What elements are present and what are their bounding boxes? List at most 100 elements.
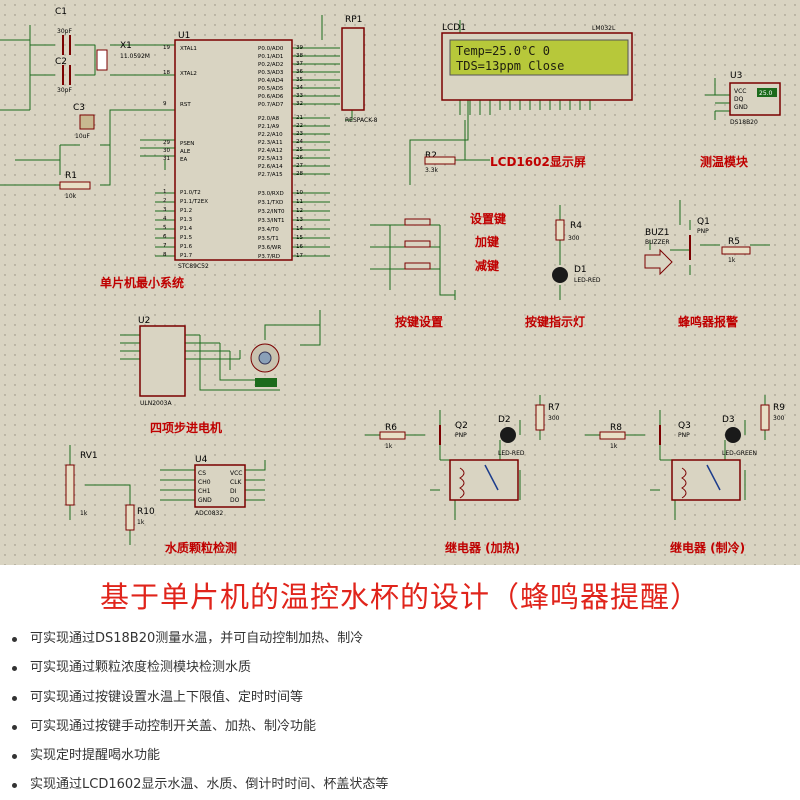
u1-pin-right: P2.6/A14	[258, 164, 283, 170]
feature-text: 可实现通过DS18B20测量水温，并可自动控制加热、制冷	[30, 631, 364, 646]
u1-pin-number: 36	[296, 69, 303, 75]
relay-cool-circuit: R8 1k Q3 PNP D3 LED-GREEN R9 300 继电器 (制冷…	[599, 403, 785, 555]
u1-pin-left: EA	[180, 157, 187, 163]
u1-pin-number: 3	[163, 207, 167, 213]
u1-pin-number: 21	[296, 115, 303, 121]
c3-value: 10uF	[75, 133, 90, 140]
rp1-part: RESPACK-8	[345, 117, 378, 124]
x1-label: X1	[120, 41, 132, 51]
d2-label: D2	[498, 415, 511, 425]
r9-value: 300	[773, 415, 785, 422]
u4-pin-ch0: CH0	[198, 479, 211, 486]
stepper-section-label: 四项步进电机	[150, 420, 222, 435]
u1-pin-left: P1.4	[180, 226, 193, 232]
u1-pin-number: 4	[163, 216, 167, 222]
u1-pin-number: 11	[296, 199, 303, 205]
u4-pin-di: DI	[230, 488, 237, 495]
r1-value: 10k	[65, 193, 77, 200]
u1-pin-right: P2.5/A13	[258, 156, 283, 162]
u1-pin-right: P3.6/WR	[258, 245, 281, 251]
u1-pin-number: 31	[163, 156, 170, 162]
u1-pin-right: P0.3/AD3	[258, 70, 284, 76]
u1-pin-number: 13	[296, 217, 303, 223]
page-title: 基于单片机的温控水杯的设计（蜂鸣器提醒）	[99, 580, 700, 614]
c3-label: C3	[73, 103, 85, 113]
u1-pin-left: P1.0/T2	[180, 190, 201, 196]
mcu-section-label: 单片机最小系统	[100, 275, 184, 290]
u1-pin-left: RST	[180, 102, 191, 108]
u4-pin-vcc: VCC	[230, 470, 242, 477]
rv1-label: RV1	[80, 451, 98, 461]
lcd-module: LCD1 LM032L Temp=25.0°C 0 TDS=13ppm Clos…	[424, 23, 633, 174]
u1-pin-right: P2.2/A10	[258, 132, 283, 138]
r7-value: 300	[548, 415, 560, 422]
r2-value: 3.3k	[425, 167, 439, 174]
stepper-circuit: U2 ULN2003A 四项步进电机	[138, 316, 280, 435]
lcd1-part: LM032L	[592, 25, 616, 32]
u1-pin-right: P2.0/A8	[258, 116, 280, 122]
r5-label: R5	[728, 237, 740, 247]
u1-pin-left: PSEN	[180, 141, 194, 147]
r7-label: R7	[548, 403, 560, 413]
u4-part: ADC0832	[195, 510, 223, 517]
u1-pin-number: 33	[296, 93, 303, 99]
u1-pin-right: P3.3/INT1	[258, 218, 285, 224]
relay-heat-circuit: R6 1k Q2 PNP D2 LED-RED R7 300 继电器 (加热)	[379, 403, 560, 555]
u1-pin-number: 22	[296, 123, 303, 129]
lcd1-label: LCD1	[442, 23, 466, 33]
feature-list: 可实现通过DS18B20测量水温，并可自动控制加热、制冷可实现通过颗粒浓度检测模…	[10, 624, 388, 800]
feature-text: 可实现通过按键手动控制开关盖、加热、制冷功能	[30, 718, 317, 734]
r5-value: 1k	[728, 257, 736, 264]
feature-item: 可实现通过按键设置水温上下限值、定时时间等	[10, 683, 388, 712]
rv1-value: 1k	[80, 510, 88, 517]
u1-pin-right: P0.0/AD0	[258, 46, 284, 52]
key-add-label: 加键	[474, 234, 499, 249]
bullet-icon	[12, 783, 17, 789]
u1-pin-number: 34	[296, 85, 303, 91]
water-quality-circuit: RV1 1k R10 1k U4 CS CH0 CH1 GND VCC CLK …	[65, 451, 246, 555]
r2-label: R2	[425, 151, 437, 161]
feature-item: 实现通过LCD1602显示水温、水质、倒计时时间、杯盖状态等	[10, 770, 388, 799]
feature-text: 实现定时提醒喝水功能	[30, 748, 161, 764]
buz1-label: BUZ1	[645, 228, 670, 238]
d3-label: D3	[722, 415, 735, 425]
u1-pin-number: 30	[163, 148, 170, 154]
u2-part: ULN2003A	[140, 400, 172, 407]
u4-pin-gnd: GND	[198, 497, 212, 504]
q1-type: PNP	[697, 228, 709, 235]
u1-pin-left: P1.7	[180, 253, 193, 259]
u1-pin-right: P0.2/AD2	[258, 62, 283, 68]
bullet-icon	[12, 754, 17, 760]
u4-pin-do: DO	[230, 497, 240, 504]
key-set-label: 设置键	[470, 211, 506, 226]
c1-label: C1	[55, 7, 67, 17]
lcd-section-label: LCD1602显示屏	[490, 155, 586, 169]
keys-section-label: 按键设置	[395, 314, 443, 329]
u1-pin-right: P2.7/A15	[258, 172, 283, 178]
u1-pin-number: 8	[163, 252, 167, 258]
water-section-label: 水质颗粒检测	[165, 540, 237, 555]
u1-pin-number: 17	[296, 253, 303, 259]
u1-pin-number: 9	[163, 101, 167, 107]
u1-pin-number: 16	[296, 244, 303, 250]
u2-label: U2	[138, 316, 150, 326]
r6-label: R6	[385, 423, 397, 433]
bullet-icon	[12, 637, 17, 642]
feature-text: 可实现通过颗粒浓度检测模块检测水质	[30, 660, 252, 676]
u1-pin-number: 32	[296, 101, 303, 107]
buz1-part: BUZZER	[645, 239, 670, 246]
feature-item: 可实现通过颗粒浓度检测模块检测水质	[10, 653, 388, 682]
u1-pin-right: P3.4/T0	[258, 227, 279, 233]
key-led-circuit: R4 300 D1 LED-RED 按键指示灯	[525, 219, 601, 329]
d1-label: D1	[574, 265, 587, 275]
circuit-schematic: C1 30pF C2 30pF X1 11.0592M C3 10uF R1 1…	[0, 0, 800, 565]
u1-pin-number: 26	[296, 155, 303, 161]
u1-pin-left: P1.1/T2EX	[180, 199, 208, 205]
q2-label: Q2	[455, 421, 468, 431]
r4-label: R4	[570, 221, 582, 231]
u1-pin-right: P0.4/AD4	[258, 78, 284, 84]
key-sub-label: 减键	[475, 258, 499, 273]
u1-pin-left: XTAL1	[180, 46, 197, 52]
u1-pin-number: 39	[296, 45, 303, 51]
